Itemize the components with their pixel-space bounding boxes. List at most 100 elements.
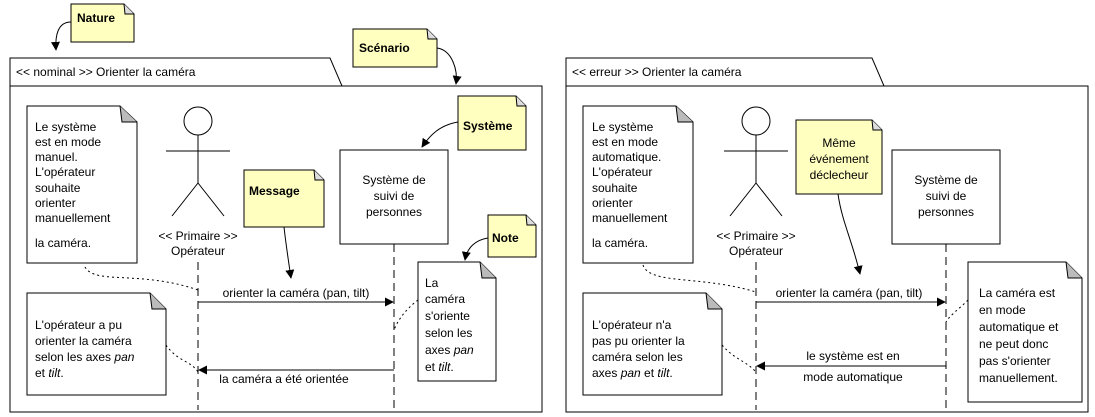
note-line: L'opérateur: [35, 165, 95, 179]
note-postcondition: L'opérateur n'a pas pu orienter la camér…: [582, 292, 723, 396]
callout-note-pointer: [461, 237, 489, 261]
italic-run: tilt: [657, 366, 670, 380]
callout-evenement-pointer: [837, 193, 863, 275]
note-line: la caméra.: [35, 236, 91, 250]
actor-leg-left: [171, 182, 199, 217]
note-rich: caméra selon les: [592, 350, 683, 364]
actor-stereotype: << Primaire >>: [716, 229, 795, 243]
note-rich: selon les: [425, 326, 472, 340]
message-request-label: orienter la caméra (pan, tilt): [223, 286, 370, 300]
note-line: orienter: [35, 196, 76, 210]
note-shape: [582, 105, 694, 264]
note-rich: et tilt.: [425, 360, 454, 374]
text-run: .: [60, 366, 63, 380]
note-precondition: Le système est en mode automatique. L'op…: [582, 105, 694, 264]
callout-label: Même: [822, 136, 856, 150]
callout-label: Message: [249, 184, 300, 198]
note-fold: [119, 105, 137, 123]
callout-fold: [871, 119, 882, 131]
callout-fold: [525, 214, 536, 226]
note-line: souhaite: [592, 181, 638, 195]
actor-head: [183, 106, 213, 136]
note-line: manuellement: [35, 211, 111, 225]
note-shape: [417, 261, 497, 382]
actor-head: [741, 106, 771, 136]
note-rich: s'oriente: [425, 309, 470, 323]
note-postcondition: L'opérateur a pu orienter la caméra selo…: [26, 292, 167, 396]
note-rich: axes pan: [425, 343, 474, 357]
text-run: et: [641, 366, 658, 380]
note-line: Le système: [35, 120, 97, 134]
actor-operateur: << Primaire >> Opérateur: [158, 106, 238, 258]
text-run: caméra selon les: [592, 350, 683, 364]
callout-fold: [426, 28, 437, 40]
system-label: personnes: [366, 205, 422, 219]
note-rich: La caméra est: [979, 286, 1056, 300]
callout-shape: [70, 3, 135, 43]
text-run: manuellement.: [979, 371, 1058, 385]
note-rich: La: [425, 276, 439, 290]
note-shape: [26, 292, 167, 396]
note-fold: [149, 292, 166, 310]
callout-scenario: Scénario: [352, 28, 438, 68]
frame-nominal-title: << nominal >> Orienter la caméra: [16, 65, 196, 79]
note-line: est en mode: [35, 135, 101, 149]
system-label: suivi de: [374, 189, 415, 203]
frame-erreur: << erreur >> Orienter la caméra << Prima…: [565, 57, 1089, 413]
callout-label: événement: [809, 152, 869, 166]
callout-shape: [352, 28, 438, 68]
note-line: L'opérateur: [592, 165, 652, 179]
message-reply-label: la caméra a été orientée: [219, 372, 349, 386]
italic-run: pan: [620, 366, 641, 380]
callout-shape: [795, 119, 883, 195]
callout-nature-pointer: [50, 21, 72, 51]
callout-fold: [313, 169, 324, 181]
callout-label: Note: [492, 231, 519, 245]
note-line: manuellement: [592, 211, 668, 225]
callout-evenement: Même événement déclecheur: [795, 119, 883, 195]
callout-note: Note: [487, 214, 537, 258]
text-run: caméra: [425, 292, 465, 306]
note-fold: [705, 292, 722, 310]
text-run: La: [425, 276, 439, 290]
note-rich: manuellement.: [979, 371, 1058, 385]
note-line: souhaite: [35, 181, 81, 195]
text-run: automatique et: [979, 320, 1059, 334]
note-rich: axes pan et tilt.: [592, 366, 673, 380]
note-shape: [582, 292, 723, 396]
callout-fold: [123, 3, 134, 15]
note-connector: [642, 264, 757, 293]
note-fold: [1065, 261, 1082, 279]
actor-leg-right: [755, 182, 783, 217]
callout-label: Système: [463, 119, 513, 133]
note-fold: [479, 261, 496, 279]
system-box-rect: [339, 149, 449, 245]
actor-name: Opérateur: [729, 244, 783, 258]
note-line: orienter: [592, 196, 633, 210]
text-run: axes: [592, 366, 621, 380]
callout-nature: Nature: [70, 3, 135, 43]
text-run: selon les axes: [35, 350, 114, 364]
system-box: Système de suivi de personnes: [339, 149, 449, 245]
text-run: et: [425, 360, 438, 374]
note-line: manuel.: [35, 150, 78, 164]
actor-stereotype: << Primaire >>: [158, 229, 237, 243]
note-rich: pas pu orienter la: [592, 334, 685, 348]
italic-run: pan: [453, 343, 474, 357]
callout-scenario-pointer: [436, 47, 462, 85]
note-connector: [84, 266, 199, 291]
note-line: la caméra.: [592, 236, 648, 250]
note-rich: et tilt.: [35, 366, 64, 380]
message-reply-label: mode automatique: [803, 370, 903, 384]
text-run: en mode: [979, 303, 1026, 317]
note-rich: L'opérateur a pu: [35, 318, 122, 332]
note-connector: [393, 299, 419, 331]
system-box-rect: [891, 149, 1001, 245]
text-run: s'oriente: [425, 309, 470, 323]
note-rich: automatique et: [979, 320, 1059, 334]
text-run: et: [35, 366, 48, 380]
text-run: pas s'orienter: [979, 354, 1051, 368]
text-run: ne peut donc: [979, 337, 1048, 351]
text-run: La caméra est: [979, 286, 1056, 300]
